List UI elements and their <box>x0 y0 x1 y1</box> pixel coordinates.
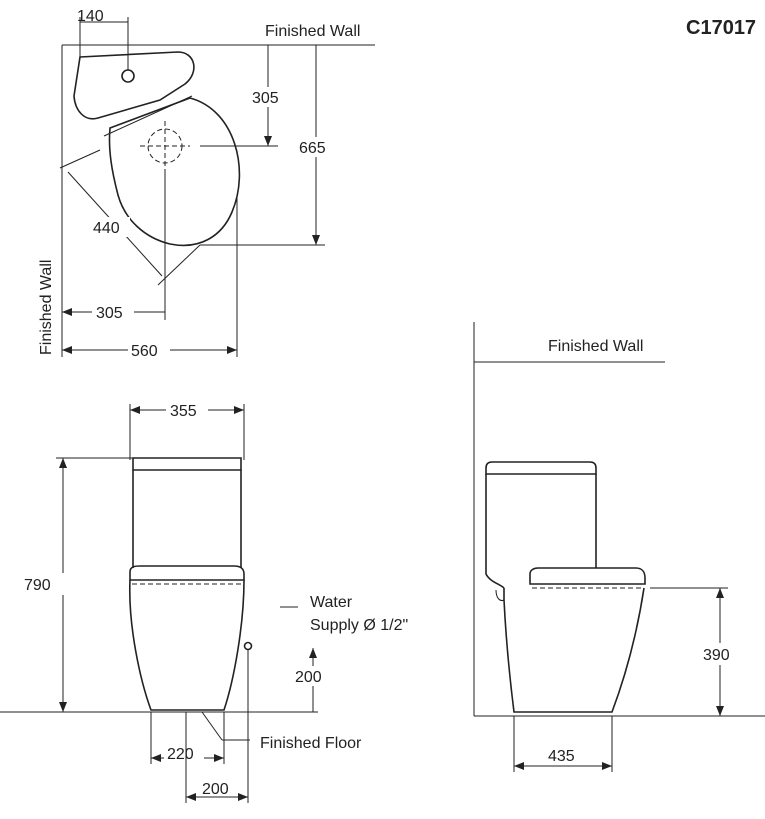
dim-435-label: 435 <box>548 748 575 765</box>
dim-435-arrow-right <box>602 762 612 770</box>
side-trap-detail <box>495 589 505 601</box>
dim-305-bottom-arrow <box>62 308 72 316</box>
water-supply-point <box>243 641 253 651</box>
dim-220-arrow-right <box>214 754 224 762</box>
dim-665-label: 665 <box>299 140 326 157</box>
dim-355-arrow-left <box>130 406 140 414</box>
dim-390-arrow-top <box>716 588 724 598</box>
water-supply-label-2: Supply Ø 1/2" <box>310 617 408 634</box>
side-view: Finished Wall 390 435 <box>473 322 765 772</box>
dim-220-bg <box>164 744 204 762</box>
dim-200-supply-arrow <box>309 648 317 658</box>
top-seat-hinge-line <box>103 95 193 137</box>
finished-wall-left-label: Finished Wall <box>38 260 55 355</box>
dim-200-floor-bg <box>196 778 238 796</box>
dim-200-floor-arrow-left <box>186 793 196 801</box>
front-tank-body <box>132 470 242 568</box>
finished-floor-leader-1 <box>201 711 223 741</box>
top-bowl-outline <box>108 97 241 247</box>
dim-200-floor-arrow-right <box>238 793 248 801</box>
dim-440-label: 440 <box>93 220 120 237</box>
side-bowl <box>503 587 645 713</box>
dim-200-supply-bg <box>292 666 334 686</box>
dim-560-arrow-right <box>227 346 237 354</box>
front-view: Water Supply Ø 1/2" 355 790 200 220 <box>0 400 408 803</box>
top-corner-tank <box>73 51 195 120</box>
dim-220-label: 220 <box>167 746 194 763</box>
dim-305-bottom-label: 305 <box>96 305 123 322</box>
front-bowl <box>128 579 245 711</box>
top-view: Finished Wall Finished Wall 140 305 665 <box>38 8 375 360</box>
side-tank-lid <box>485 461 597 475</box>
front-tank-lid <box>132 457 242 471</box>
dim-390-arrow-bottom <box>716 706 724 716</box>
finished-wall-side-label: Finished Wall <box>548 338 643 355</box>
dim-790-arrow-top <box>59 458 67 468</box>
side-seat <box>529 567 646 585</box>
dim-200-floor-label: 200 <box>202 781 229 798</box>
dim-440-bg <box>90 217 130 237</box>
dim-665-arrow <box>312 235 320 245</box>
dim-355-label: 355 <box>170 403 197 420</box>
dim-560-arrow-left <box>62 346 72 354</box>
dim-220-arrow-left <box>151 754 161 762</box>
dim-790-bg <box>22 573 64 595</box>
dim-435-bg <box>544 746 586 764</box>
side-tank-body <box>485 474 597 589</box>
top-flush-button <box>121 69 135 83</box>
dim-200-supply-label: 200 <box>295 669 322 686</box>
dim-355-bg <box>166 400 208 420</box>
dim-790-label: 790 <box>24 577 51 594</box>
water-supply-label-1: Water <box>310 594 353 611</box>
dim-440-ext-bottom <box>157 244 201 286</box>
dim-560-bg <box>128 340 170 360</box>
dim-435-arrow-left <box>514 762 524 770</box>
dim-390-label: 390 <box>703 647 730 664</box>
finished-floor-label: Finished Floor <box>260 735 362 752</box>
dim-305-right-arrow <box>264 136 272 146</box>
dim-355-arrow-right <box>234 406 244 414</box>
dim-440-ext-top <box>59 149 101 169</box>
front-seat <box>129 565 245 581</box>
dim-305-right-bg <box>248 87 288 107</box>
dim-390-bg <box>700 643 742 665</box>
dim-665-bg <box>296 137 336 157</box>
finished-wall-top-label: Finished Wall <box>265 23 360 40</box>
dim-790-arrow-bottom <box>59 702 67 712</box>
dim-560-label: 560 <box>131 343 158 360</box>
dim-140-label: 140 <box>77 8 104 25</box>
dim-305-right-label: 305 <box>252 90 279 107</box>
model-code: C17017 <box>686 17 756 39</box>
dim-305-bottom-bg <box>92 302 134 322</box>
